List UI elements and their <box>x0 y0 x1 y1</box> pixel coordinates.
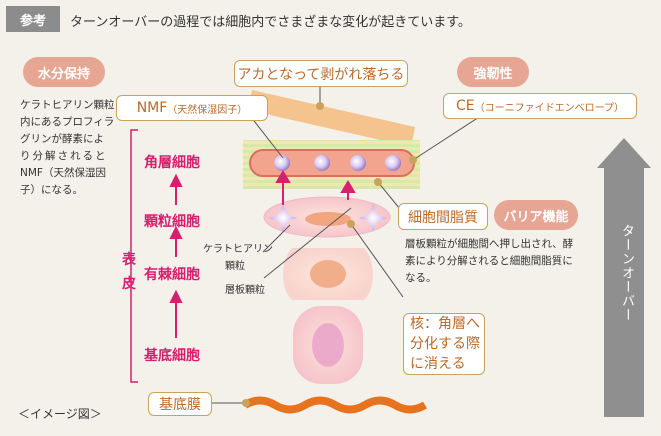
layer-stratum-corneum-label: 角層細胞 <box>144 155 200 171</box>
leader-lines <box>211 85 494 404</box>
epidermis-label-1: 表 <box>122 252 136 268</box>
layer-progression-arrows <box>169 173 183 338</box>
ce-callout: CE（コーニファイドエンベロープ） <box>443 93 637 119</box>
barrier-description: 層板顆粒が細胞間へ押し出され、酵 素により分解されると細胞間脂質に なる。 <box>405 236 595 287</box>
basement-membrane-callout: 基底膜 <box>148 392 212 416</box>
nmf-granules <box>274 155 401 171</box>
turnover-label: ターンオーバー <box>619 224 634 322</box>
barrier-line: 層板顆粒が細胞間へ押し出され、酵 <box>405 238 574 250</box>
nucleus-callout: 核：角層へ 分化する際 に消える <box>403 313 485 375</box>
layer-granular-label: 顆粒細胞 <box>144 214 200 230</box>
nucleus-line: 分化する際 <box>410 336 480 352</box>
basal-nucleus <box>312 323 344 367</box>
moisture-line: 子）になる。 <box>20 184 83 196</box>
lamellar-granule-label: 層板顆粒 <box>225 285 265 296</box>
spinous-nucleus <box>310 260 346 288</box>
reference-tag: 参考 <box>6 6 60 32</box>
image-note: ＜イメージ図＞ <box>18 407 102 421</box>
cell-differentiation-arrows <box>275 170 356 205</box>
toughness-pill: 強靭性 <box>457 57 529 87</box>
moisture-retention-pill: 水分保持 <box>23 57 105 87</box>
epidermis-label-2: 皮 <box>122 276 136 292</box>
barrier-line: 素により分解されると細胞間脂質に <box>405 255 573 267</box>
flaking-cell-strip <box>248 90 415 147</box>
nmf-sub: （天然保湿因子） <box>167 104 248 116</box>
barrier-function-pill: バリア機能 <box>494 200 578 230</box>
nucleus-line: に消える <box>410 356 466 372</box>
ce-main: CE <box>455 98 475 114</box>
turnover-arrow <box>597 138 651 417</box>
basement-membrane <box>242 396 428 414</box>
intercellular-lipid-callout: 細胞間脂質 <box>398 203 488 230</box>
granular-nucleus <box>305 212 351 226</box>
keratohyalin-label-1: ケラトヒアリン <box>203 244 273 255</box>
ce-sub: （コーニファイドエンベロープ） <box>474 102 625 114</box>
nucleus-line: 核：角層へ <box>410 316 480 332</box>
moisture-line: ケラトヒアリン顆粒 <box>20 99 115 111</box>
barrier-line: なる。 <box>405 272 437 284</box>
page-title: ターンオーバーの過程では細胞内でさまざまな変化が起きています。 <box>70 15 471 30</box>
moisture-line: り分解されると <box>20 150 108 162</box>
flaking-callout: アカとなって剥がれ落ちる <box>234 60 408 87</box>
nmf-callout: NMF（天然保湿因子） <box>116 95 268 121</box>
layer-spinous-label: 有棘細胞 <box>144 267 200 283</box>
granule-sparkles <box>269 204 387 232</box>
leader-dots <box>242 102 417 407</box>
keratohyalin-label-2: 顆粒 <box>225 261 245 272</box>
moisture-line: 内にあるプロフィラ <box>20 116 115 128</box>
layer-basal-label: 基底細胞 <box>144 348 200 364</box>
nmf-main: NMF <box>136 100 168 116</box>
moisture-line: グリンが酵素によ <box>20 133 104 145</box>
moisture-line: NMF（天然保湿因 <box>20 167 106 179</box>
epidermis-bracket <box>130 129 138 383</box>
moisture-description: ケラトヒアリン顆粒 内にあるプロフィラ グリンが酵素によ り分解されると NMF… <box>20 97 130 199</box>
